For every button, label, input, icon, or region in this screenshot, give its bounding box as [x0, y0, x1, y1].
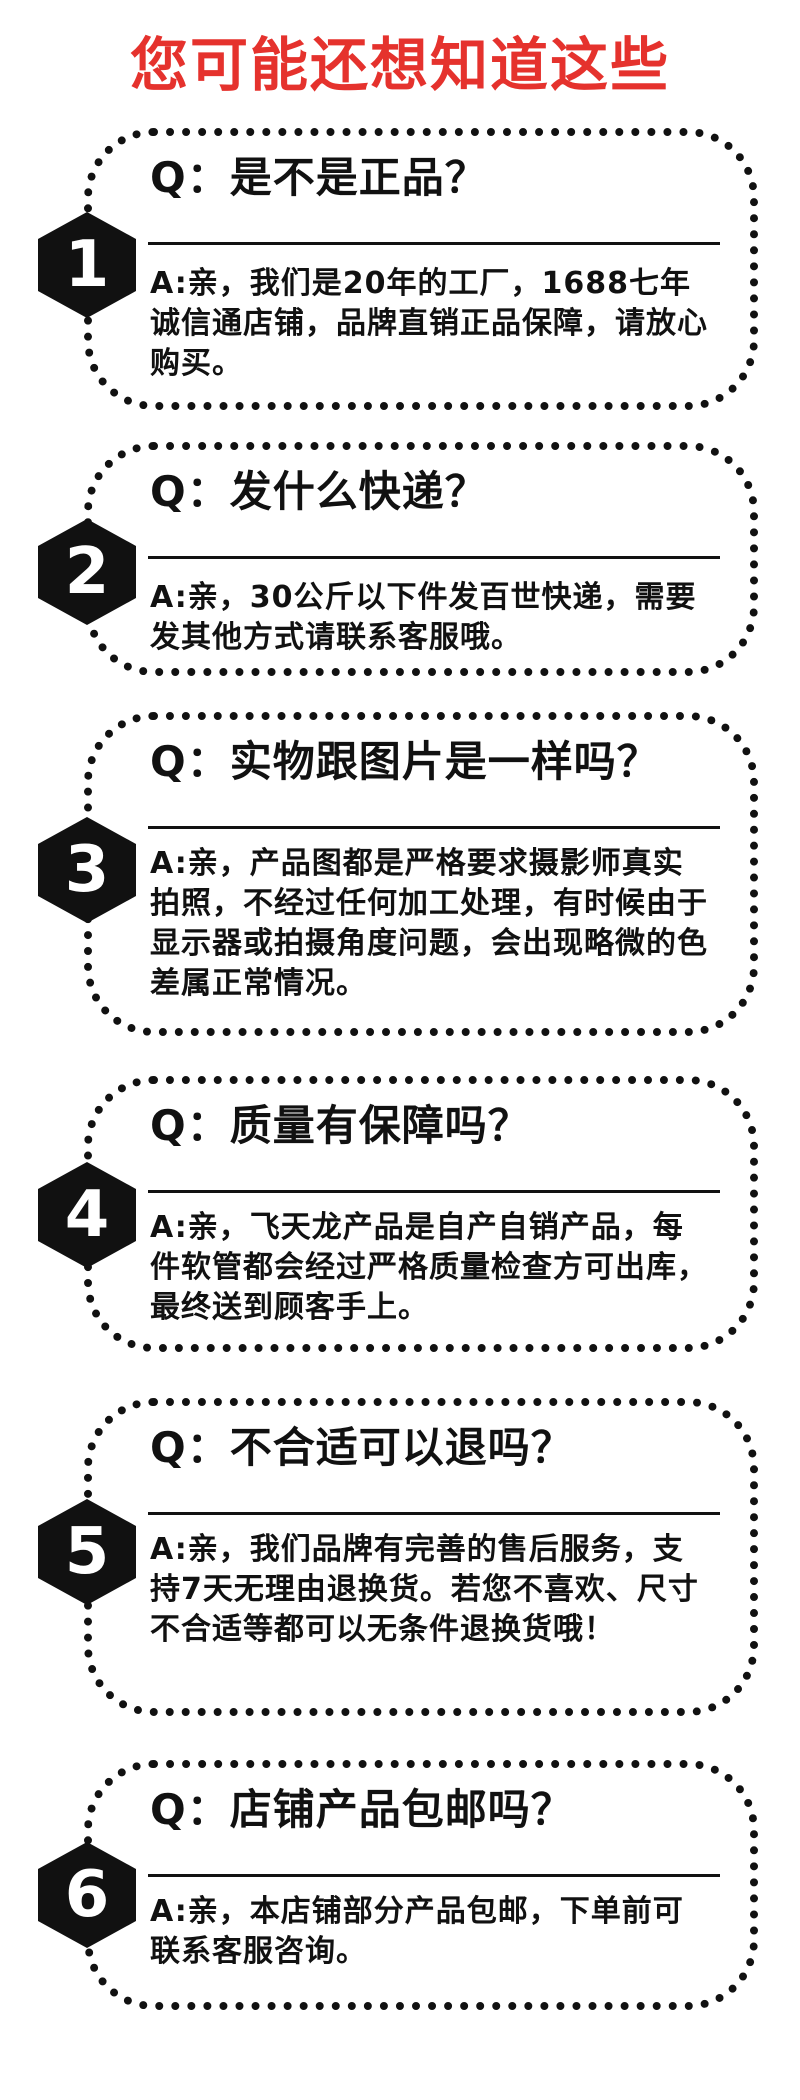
faq-number-badge-4: 4 — [32, 1160, 142, 1270]
faq-divider-4 — [148, 1190, 720, 1193]
faq-question-5: Q：不合适可以退吗？ — [150, 1423, 574, 1472]
faq-card-2: Q：发什么快递？ A:亲，30公斤以下件发百世快递，需要发其他方式请联系客服哦。 — [84, 442, 758, 676]
faq-number-badge-1: 1 — [32, 210, 142, 320]
faq-number-1: 1 — [64, 228, 110, 302]
faq-divider-3 — [148, 826, 720, 829]
hexagon-badge-icon — [38, 817, 136, 923]
faq-number-badge-6: 6 — [32, 1840, 142, 1950]
faq-card-1: Q：是不是正品？ A:亲，我们是20年的工厂，1688七年诚信通店铺，品牌直销正… — [84, 128, 758, 410]
hexagon-badge-icon — [38, 1842, 136, 1948]
page-title: 您可能还想知道这些 — [129, 31, 670, 99]
faq-number-3: 3 — [64, 833, 110, 907]
faq-question-3: Q：实物跟图片是一样吗？ — [150, 737, 660, 786]
faq-question-2: Q：发什么快递？ — [150, 467, 488, 516]
faq-divider-2 — [148, 556, 720, 559]
faq-card-5: Q：不合适可以退吗？ A:亲，我们品牌有完善的售后服务，支持7天无理由退换货。若… — [84, 1398, 758, 1716]
faq-number-badge-5: 5 — [32, 1497, 142, 1607]
faq-card-4: Q：质量有保障吗？ A:亲，飞天龙产品是自产自销产品，每件软管都会经过严格质量检… — [84, 1076, 758, 1352]
hexagon-badge-icon — [38, 519, 136, 625]
faq-answer-4: A:亲，飞天龙产品是自产自销产品，每件软管都会经过严格质量检查方可出库，最终送到… — [150, 1210, 708, 1325]
faq-answer-1: A:亲，我们是20年的工厂，1688七年诚信通店铺，品牌直销正品保障，请放心购买… — [150, 266, 708, 381]
faq-answer-6: A:亲，本店铺部分产品包邮，下单前可联系客服咨询。 — [150, 1894, 684, 1969]
faq-number-4: 4 — [64, 1178, 110, 1252]
hexagon-badge-icon — [38, 212, 136, 318]
faq-divider-5 — [148, 1512, 720, 1515]
faq-question-1: Q：是不是正品？ — [150, 153, 488, 202]
faq-card-3: Q：实物跟图片是一样吗？ A:亲，产品图都是严格要求摄影师真实拍照，不经过任何加… — [84, 712, 758, 1036]
faq-answer-3: A:亲，产品图都是严格要求摄影师真实拍照，不经过任何加工处理，有时候由于显示器或… — [150, 846, 708, 1001]
faq-number-2: 2 — [64, 535, 110, 609]
faq-card-6: Q：店铺产品包邮吗？ A:亲，本店铺部分产品包邮，下单前可联系客服咨询。 — [84, 1760, 758, 2010]
faq-divider-6 — [148, 1874, 720, 1877]
faq-question-6: Q：店铺产品包邮吗？ — [150, 1785, 574, 1834]
faq-answer-2: A:亲，30公斤以下件发百世快递，需要发其他方式请联系客服哦。 — [150, 580, 697, 655]
faq-question-4: Q：质量有保障吗？ — [150, 1101, 531, 1150]
faq-number-badge-3: 3 — [32, 815, 142, 925]
faq-divider-1 — [148, 242, 720, 245]
hexagon-badge-icon — [38, 1162, 136, 1268]
faq-answer-5: A:亲，我们品牌有完善的售后服务，支持7天无理由退换货。若您不喜欢、尺寸不合适等… — [150, 1532, 699, 1647]
hexagon-badge-icon — [38, 1499, 136, 1605]
faq-number-6: 6 — [64, 1858, 110, 1932]
faq-number-5: 5 — [64, 1515, 110, 1589]
faq-number-badge-2: 2 — [32, 517, 142, 627]
